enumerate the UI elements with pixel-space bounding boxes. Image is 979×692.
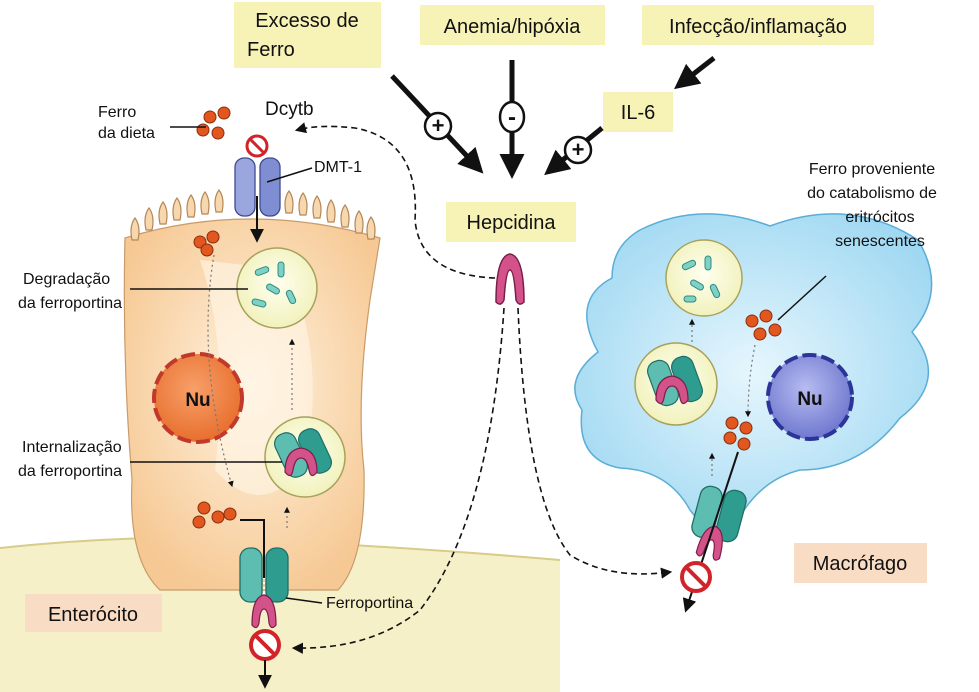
ferroportin-leader	[285, 597, 323, 604]
ferroportin-channel	[239, 547, 289, 629]
iron-source-label-line3: eritrócitos	[845, 209, 914, 226]
macrophage-ferroportin-fragments	[681, 255, 721, 303]
macrophage-trafficking	[689, 318, 756, 476]
macrophage-title-box	[794, 543, 927, 583]
dmt1-leader	[266, 167, 313, 183]
macrophage-internalized-ferroportin	[647, 355, 703, 407]
macrophage-top-vesicle	[665, 239, 743, 317]
degradation-label-line1: Degradação	[23, 271, 110, 288]
enterocyte-iron-top	[193, 230, 220, 257]
plus-badge-iron: +	[423, 111, 453, 141]
macrophage-nucleus	[768, 355, 852, 439]
macrophage-iron-lower	[723, 416, 753, 451]
hepcidin-icon	[495, 253, 525, 305]
enterocyte-title: Enterócito	[48, 604, 138, 626]
macrophage-title: Macrófago	[813, 553, 908, 575]
svg-text:-: -	[508, 104, 516, 131]
diet-iron	[196, 106, 231, 140]
hepcidin-box	[446, 202, 576, 242]
internalization-label-line2: da ferroportina	[18, 463, 122, 480]
svg-text:+: +	[572, 137, 585, 162]
macrophage-nucleus-label: Nu	[797, 389, 822, 410]
iron-source-label-line1: Ferro proveniente	[809, 161, 935, 178]
iron-export-path	[240, 519, 265, 578]
infection-label: Infecção/inflamação	[669, 16, 847, 38]
plus-badge-il6: +	[563, 135, 593, 165]
dcytb-stop-icon	[245, 134, 269, 158]
iron-source-label-line4: senescentes	[835, 233, 925, 250]
enterocyte-nucleus-label: Nu	[185, 390, 210, 411]
minus-badge-anemia: -	[498, 100, 526, 134]
degradation-label-line2: da ferroportina	[18, 295, 122, 312]
macrophage-nuclear-envelope	[766, 353, 854, 441]
internalization-label-line1: Internalização	[22, 439, 122, 456]
macrophage-stop-icon	[680, 561, 712, 593]
iron-excess-label-line1: Excesso de	[255, 10, 358, 32]
dmt1-transporter	[234, 157, 281, 217]
enterocyte-title-box	[25, 594, 162, 632]
internalized-ferroportin	[273, 428, 333, 478]
macrophage-iron-upper	[745, 309, 782, 341]
iron-excess-box	[234, 2, 381, 68]
dmt1-label: DMT-1	[314, 159, 362, 176]
anemia-label: Anemia/hipóxia	[444, 16, 582, 38]
enterocyte-trafficking	[207, 254, 295, 528]
iron-source-leader	[777, 275, 827, 321]
hepcidin-label: Hepcidina	[467, 212, 557, 234]
ferroportin-fragments	[251, 261, 297, 308]
infection-box	[642, 5, 874, 45]
diet-iron-label-line1: Ferro	[98, 104, 136, 121]
enterocyte-nucleus	[154, 354, 242, 442]
anemia-box	[420, 5, 605, 45]
iron-source-label-line2: do catabolismo de	[807, 185, 937, 202]
ferroportin-label: Ferroportina	[326, 595, 413, 612]
il6-box	[603, 92, 673, 132]
macrophage-cell	[574, 213, 933, 532]
enterocyte-iron-bottom	[192, 501, 237, 529]
iron-excess-label-line2: Ferro	[247, 39, 295, 61]
il6-label: IL-6	[621, 102, 655, 124]
basal-tissue	[0, 537, 560, 692]
dcytb-label: Dcytb	[265, 99, 314, 120]
enterocyte-nuclear-envelope	[152, 352, 244, 444]
export-stop-icon	[249, 629, 281, 661]
diet-iron-label-line2: da dieta	[98, 125, 155, 142]
infection-to-il6-arrow	[674, 56, 716, 90]
hepcidin-action-paths	[291, 122, 673, 654]
svg-text:+: +	[432, 113, 445, 138]
